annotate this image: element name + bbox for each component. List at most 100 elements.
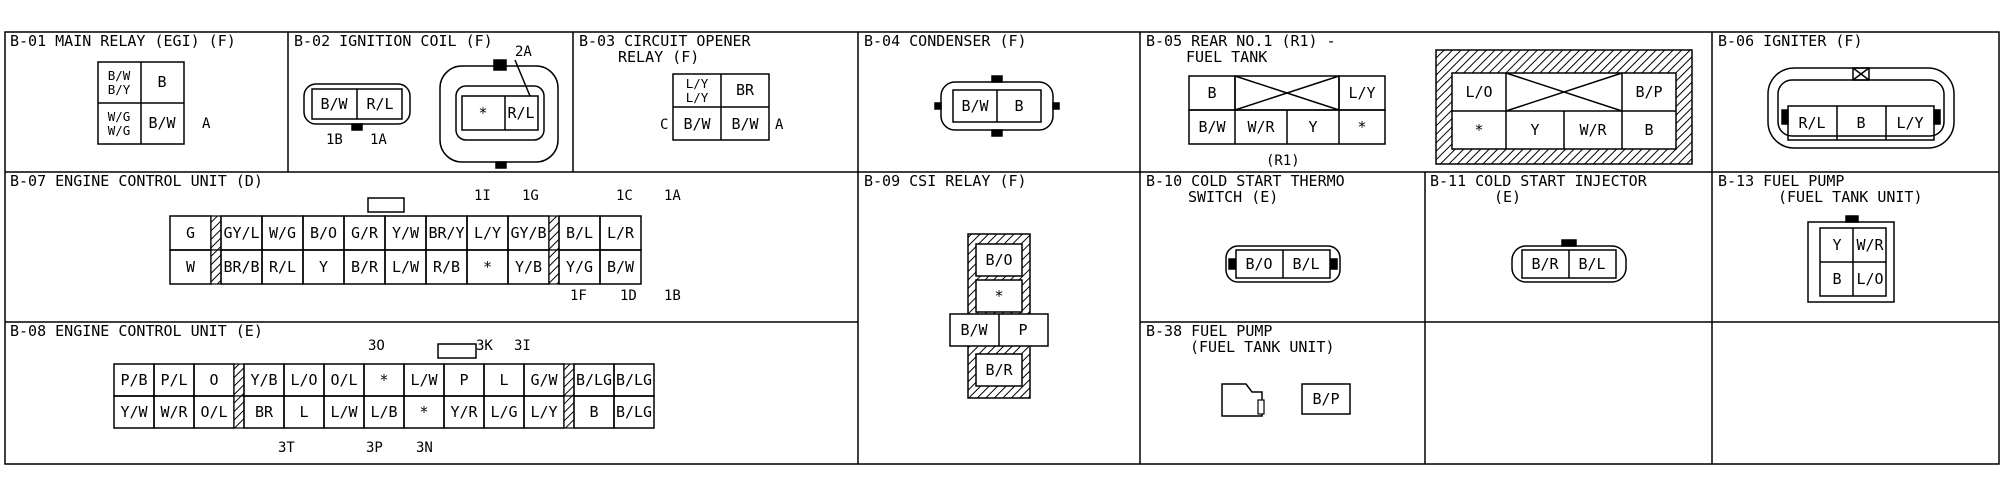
b03-cell-2: BR [736, 81, 755, 99]
b02-right-cell-1: * [478, 104, 487, 122]
panel-b01-title: B-01 MAIN RELAY (EGI) (F) [10, 32, 236, 50]
b06-cell-3: L/Y [1896, 114, 1923, 132]
b10-cell-2: B/L [1292, 255, 1319, 273]
panel-b06-title: B-06 IGNITER (F) [1718, 32, 1863, 50]
b08-cell: L/G [490, 403, 517, 421]
b04-cell-1: B/W [961, 97, 989, 115]
b08-cell: B [589, 403, 598, 421]
b08-cell: L [299, 403, 308, 421]
b09-cell-5: B/R [985, 361, 1013, 379]
panel-b07-title: B-07 ENGINE CONTROL UNIT (D) [10, 172, 263, 190]
b05-right-bottom-2: Y [1530, 121, 1539, 139]
b08-cell: L/O [290, 371, 317, 389]
b07-cell: GY/B [510, 224, 546, 242]
b04-cell-2: B [1014, 97, 1023, 115]
b09-cell-4: P [1018, 321, 1027, 339]
b08-cell: B/LG [616, 371, 652, 389]
b07-pin-1c: 1C [616, 188, 633, 204]
b03-cell-4: B/W [731, 115, 759, 133]
b08-cell: B/LG [576, 371, 612, 389]
panel-b08-engine-control-unit-e: B-08 ENGINE CONTROL UNIT (E) 3O 3K 3I P/… [10, 322, 655, 456]
b08-cell: O [209, 371, 218, 389]
b08-pin-3i: 3I [514, 338, 531, 354]
panel-b38-title-line1: B-38 FUEL PUMP [1146, 322, 1272, 340]
panel-grid [4, 31, 2000, 465]
panel-b11-cold-start-injector: B-11 COLD START INJECTOR (E) B/R B/L [1430, 172, 1648, 283]
b10-cell-1: B/O [1245, 255, 1272, 273]
b07-cell: L/W [392, 258, 420, 276]
b08-cell: L/Y [530, 403, 557, 421]
b08-cell: Y/W [120, 403, 148, 421]
b08-cell: L/B [370, 403, 397, 421]
b08-cell: L/W [410, 371, 438, 389]
b13-cell-2: W/R [1856, 236, 1884, 254]
b08-cell: L [499, 371, 508, 389]
panel-b04-condenser: B-04 CONDENSER (F) B/W B [864, 32, 1060, 137]
b08-divider [233, 363, 245, 397]
b02-callout-2a: 2A [515, 44, 532, 60]
b07-latch [367, 197, 405, 213]
panel-b11-title-line2: (E) [1494, 188, 1521, 206]
b05-left-bottom-1: B/W [1198, 118, 1226, 136]
b05-left-bottom-3: Y [1308, 118, 1317, 136]
panel-b07-engine-control-unit-d: B-07 ENGINE CONTROL UNIT (D) 1I 1G 1C 1A… [10, 172, 681, 304]
b03-pin-c: C [660, 117, 668, 133]
b05-right-bottom-1: * [1474, 121, 1483, 139]
panel-b08-title: B-08 ENGINE CONTROL UNIT (E) [10, 322, 263, 340]
b01-cell-2: B [157, 73, 166, 91]
b08-latch [437, 343, 477, 359]
b38-cell-1: B/P [1312, 390, 1339, 408]
panel-b10-title-line1: B-10 COLD START THERMO [1146, 172, 1345, 190]
b05-left-top-1: B [1207, 84, 1216, 102]
b07-cell: * [483, 258, 492, 276]
b38-folder-connector-icon [1221, 383, 1263, 417]
b07-cell: B/L [566, 224, 593, 242]
b07-cell: Y/G [566, 258, 593, 276]
b07-divider [210, 215, 222, 251]
b05-right-top-1: L/O [1465, 83, 1492, 101]
panel-b13-title-line1: B-13 FUEL PUMP [1718, 172, 1844, 190]
b07-cell: W/G [269, 224, 296, 242]
b07-cell: BR/Y [428, 224, 464, 242]
b08-pin-3n: 3N [416, 440, 433, 456]
panel-b05-rear-fuel-tank: B-05 REAR NO.1 (R1) - FUEL TANK B L/Y B/… [1146, 32, 1693, 169]
b01-cell-4: B/W [148, 114, 176, 132]
b07-divider [548, 249, 560, 285]
b08-pin-3k: 3K [476, 338, 493, 354]
b13-cell-4: L/O [1856, 270, 1883, 288]
b08-divider [563, 395, 575, 429]
b07-cell: L/Y [474, 224, 501, 242]
panel-b38-title-line2: (FUEL TANK UNIT) [1190, 338, 1335, 356]
b05-left-bottom-4: * [1357, 118, 1366, 136]
panel-b02-ignition-coil: B-02 IGNITION COIL (F) 2A B/W R/L 1B 1A … [294, 32, 559, 169]
panel-b09-title: B-09 CSI RELAY (F) [864, 172, 1027, 190]
b07-divider [548, 215, 560, 251]
b07-cell: R/B [433, 258, 460, 276]
b07-cell: R/L [269, 258, 296, 276]
panel-b11-title-line1: B-11 COLD START INJECTOR [1430, 172, 1648, 190]
panel-b10-cold-start-thermo-switch: B-10 COLD START THERMO SWITCH (E) B/O B/… [1146, 172, 1345, 283]
b01-pin-a: A [202, 116, 211, 132]
b02-left-cell-2: R/L [366, 95, 393, 113]
b05-left-bottom-2: W/R [1247, 118, 1275, 136]
b09-cell-3: B/W [960, 321, 988, 339]
b08-cell: * [419, 403, 428, 421]
b06-cell-2: B [1856, 114, 1865, 132]
b06-cell-1: R/L [1798, 114, 1825, 132]
panel-b38-fuel-pump: B-38 FUEL PUMP (FUEL TANK UNIT) B/P [1146, 322, 1351, 417]
b07-cell: B/R [351, 258, 379, 276]
b07-cell: BR/B [223, 258, 259, 276]
b07-pin-1d: 1D [620, 288, 637, 304]
panel-b03-title-line2: RELAY (F) [618, 48, 699, 66]
b08-cell: P [459, 371, 468, 389]
b02-pin-1b: 1B [326, 132, 343, 148]
b08-divider [563, 363, 575, 397]
b08-cell: P/L [160, 371, 187, 389]
